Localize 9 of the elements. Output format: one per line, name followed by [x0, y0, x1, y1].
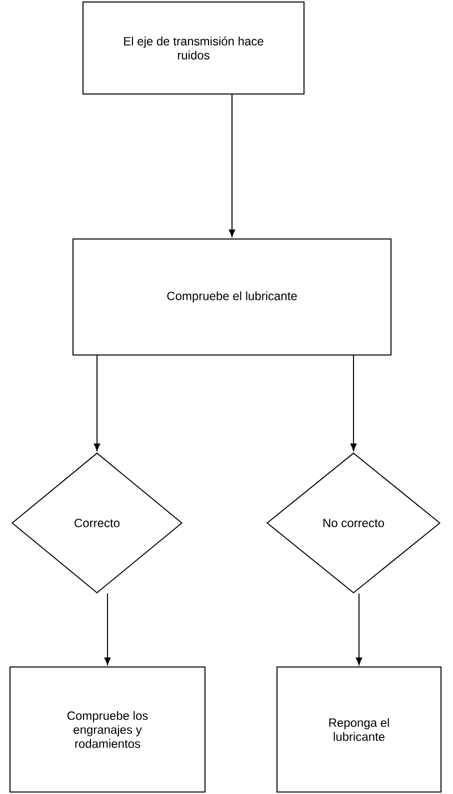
process-box: Compruebe los engranajes y rodamientos — [10, 666, 206, 792]
process-box: Reponga el lubricante — [276, 666, 442, 792]
arrow — [350, 355, 357, 451]
arrow — [356, 593, 362, 665]
arrow — [104, 593, 111, 665]
process-box: El eje de transmisión hace ruidos — [82, 2, 304, 94]
process-box: Compruebe el lubricante — [72, 238, 392, 356]
arrow — [94, 355, 100, 451]
arrow — [228, 94, 236, 237]
